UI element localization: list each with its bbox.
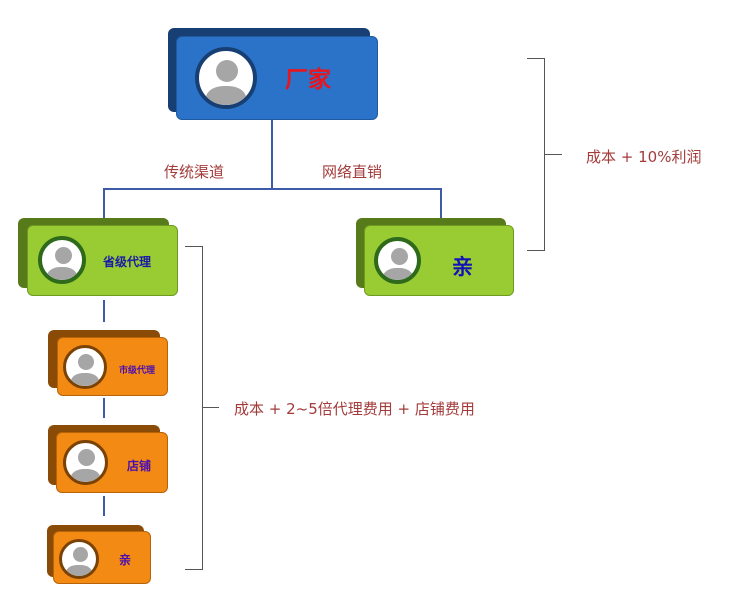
edge-label-traditional-channel: 传统渠道 (164, 163, 225, 181)
avatar-icon (38, 236, 86, 284)
edge-label-online-direct: 网络直销 (322, 163, 383, 181)
node-province-agent: 省级代理 (18, 218, 178, 296)
bracket-direct-tick (544, 154, 562, 155)
connector-city-to-store (103, 398, 105, 418)
bracket-traditional-bottom (185, 569, 202, 570)
connector-to-province (103, 188, 105, 219)
node-label: 店铺 (127, 459, 152, 473)
node-manufacturer: 厂家 (168, 28, 378, 120)
connector-to-direct-customer (440, 188, 442, 219)
node-store: 店铺 (48, 425, 168, 493)
annotation-traditional-pricing: 成本 + 2~5倍代理费用 + 店铺费用 (234, 400, 475, 418)
node-label: 厂家 (285, 67, 331, 93)
node-direct-customer: 亲 (356, 218, 514, 296)
annotation-direct-pricing: 成本 + 10%利润 (586, 148, 702, 166)
node-label: 亲 (119, 553, 132, 567)
avatar-icon (63, 440, 108, 485)
node-label: 亲 (452, 255, 473, 279)
connector-store-to-customer (103, 496, 105, 516)
bracket-traditional-tick (202, 407, 219, 408)
node-traditional-customer: 亲 (47, 525, 151, 584)
bracket-traditional-vertical (202, 246, 203, 570)
bracket-traditional-top (185, 246, 202, 247)
connector-province-to-city (103, 300, 105, 322)
node-city-agent: 市级代理 (48, 330, 168, 396)
node-label: 省级代理 (103, 255, 152, 269)
node-label: 市级代理 (119, 366, 156, 376)
avatar-icon (195, 47, 257, 109)
connector-manufacturer-down (271, 120, 273, 189)
bracket-direct-bottom (527, 250, 544, 251)
avatar-icon (63, 345, 107, 389)
avatar-icon (374, 237, 421, 284)
connector-horizontal-branch (103, 188, 442, 190)
avatar-icon (59, 539, 99, 579)
node-body (27, 225, 178, 296)
bracket-direct-top (527, 58, 544, 59)
